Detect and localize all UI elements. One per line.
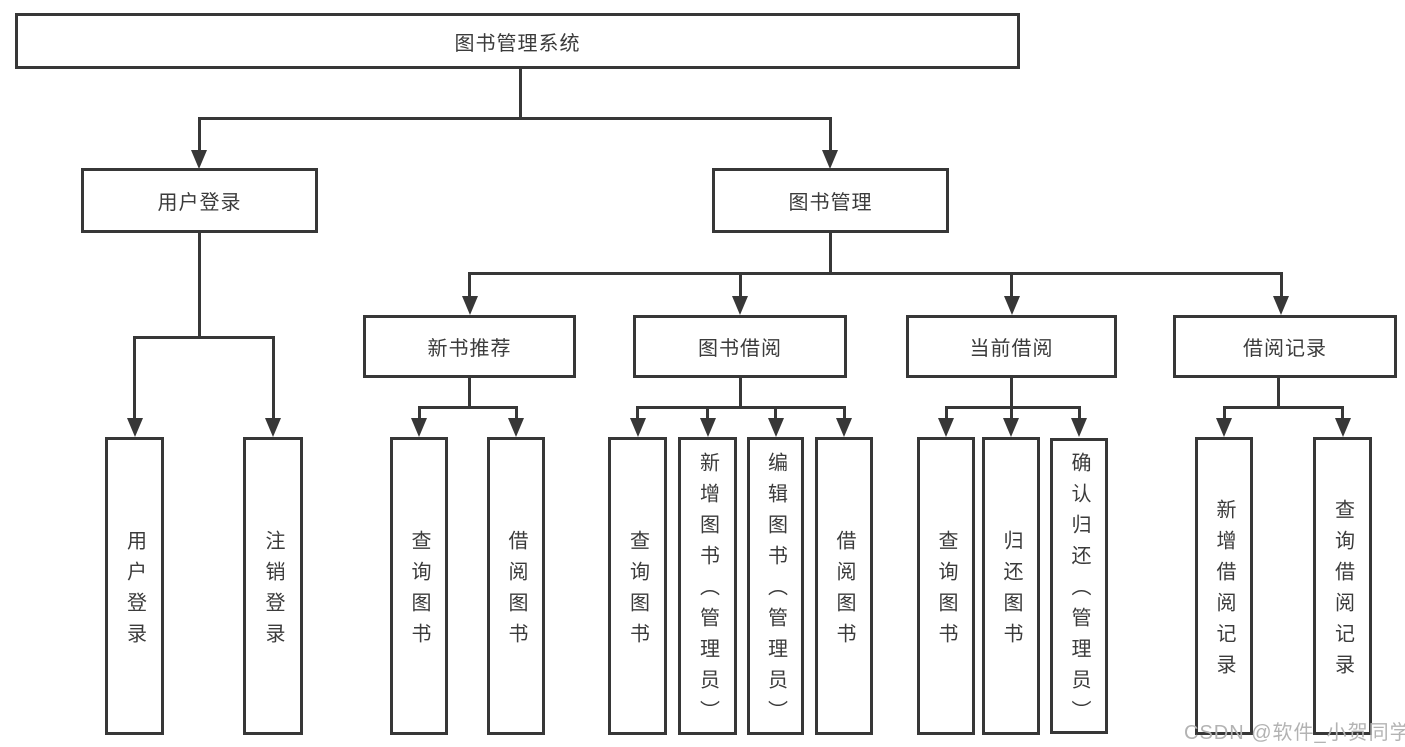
arrowhead [1216, 418, 1232, 437]
node-current-borrow-label: 当前借阅 [969, 338, 1054, 360]
leaf-query-book-borrow-label: 查询图书 [626, 529, 649, 654]
leaf-borrow-book-recommend-label: 借阅图书 [505, 529, 527, 654]
connector [944, 406, 948, 422]
arrowhead [1071, 418, 1087, 437]
leaf-edit-book-admin: 编辑图书（管理员） [747, 437, 804, 735]
leaf-return-book: 归还图书 [982, 437, 1040, 735]
node-user-login: 用户登录 [81, 168, 318, 233]
arrowhead [1334, 418, 1351, 437]
leaf-query-book-borrow: 查询图书 [608, 437, 667, 735]
leaf-confirm-return-admin: 确认归还（管理员） [1050, 438, 1108, 734]
leaf-borrow-book: 借阅图书 [815, 437, 873, 735]
connector [842, 406, 846, 422]
arrowhead [1003, 418, 1019, 437]
node-root: 图书管理系统 [15, 13, 1020, 69]
connector [1010, 272, 1013, 298]
leaf-return-book-label: 归还图书 [1000, 529, 1022, 654]
connector [1279, 272, 1283, 298]
node-root-label: 图书管理系统 [454, 32, 581, 55]
connector [197, 117, 832, 120]
arrowhead [767, 418, 784, 437]
connector [1010, 378, 1013, 409]
connector [738, 378, 742, 409]
leaf-user-login-label: 用户登录 [123, 529, 146, 654]
node-new-book-recommend-label: 新书推荐 [427, 338, 512, 360]
connector [197, 233, 201, 338]
connector [636, 406, 845, 409]
node-borrow-record: 借阅记录 [1173, 315, 1397, 378]
connector [1276, 378, 1280, 409]
arrowhead [836, 418, 852, 437]
arrowhead [191, 150, 207, 169]
arrowhead [629, 418, 646, 437]
csdn-watermark: CSDN @软件_小贺同学 [1184, 722, 1405, 744]
arrowhead [822, 150, 838, 169]
arrowhead [938, 418, 954, 437]
node-book-management-label: 图书管理 [788, 192, 873, 214]
arrowhead [1003, 296, 1020, 315]
connector [706, 406, 709, 422]
leaf-query-book-recommend-label: 查询图书 [408, 529, 430, 654]
leaf-confirm-return-admin-label: 确认归还（管理员） [1068, 452, 1090, 731]
connector [944, 406, 1081, 409]
leaf-borrow-book-label: 借阅图书 [833, 529, 855, 654]
arrowhead [1273, 296, 1289, 315]
node-new-book-recommend: 新书推荐 [363, 315, 576, 378]
arrowhead [461, 296, 478, 315]
node-user-login-label: 用户登录 [157, 192, 242, 214]
leaf-query-book-recommend: 查询图书 [390, 437, 448, 735]
connector [514, 406, 518, 422]
leaf-query-borrow-record: 查询借阅记录 [1313, 437, 1372, 735]
connector [271, 336, 275, 420]
connector [417, 406, 518, 409]
connector [468, 378, 471, 409]
arrowhead [411, 418, 427, 437]
leaf-edit-book-admin-label: 编辑图书（管理员） [764, 452, 787, 731]
arrowhead [265, 418, 281, 437]
connector [828, 233, 832, 275]
leaf-query-borrow-record-label: 查询借阅记录 [1331, 498, 1354, 685]
leaf-add-book-admin: 新增图书（管理员） [678, 437, 737, 735]
connector [1009, 406, 1013, 422]
connector [1222, 406, 1226, 422]
leaf-logout: 注销登录 [243, 437, 303, 735]
node-book-management: 图书管理 [712, 168, 949, 233]
connector [468, 272, 1282, 275]
connector [417, 406, 421, 422]
connector [197, 117, 201, 152]
arrowhead [699, 418, 716, 437]
leaf-query-book-current: 查询图书 [917, 437, 975, 735]
leaf-add-book-admin-label: 新增图书（管理员） [696, 452, 719, 731]
node-current-borrow: 当前借阅 [906, 315, 1117, 378]
connector [1341, 406, 1344, 422]
connector [774, 406, 777, 422]
connector [1077, 406, 1081, 422]
connector [738, 272, 742, 298]
arrowhead [508, 418, 524, 437]
leaf-add-borrow-record-label: 新增借阅记录 [1213, 498, 1235, 685]
leaf-logout-label: 注销登录 [262, 529, 284, 654]
leaf-query-book-current-label: 查询图书 [935, 529, 957, 654]
arrowhead [126, 418, 143, 437]
connector [636, 406, 639, 422]
leaf-borrow-book-recommend: 借阅图书 [487, 437, 545, 735]
connector [133, 336, 274, 339]
leaf-add-borrow-record: 新增借阅记录 [1195, 437, 1253, 735]
node-book-borrow: 图书借阅 [633, 315, 847, 378]
arrowhead [732, 296, 748, 315]
node-borrow-record-label: 借阅记录 [1243, 338, 1327, 360]
leaf-user-login: 用户登录 [105, 437, 164, 735]
connector [1222, 406, 1344, 409]
connector [468, 272, 471, 298]
connector [828, 117, 832, 152]
node-book-borrow-label: 图书借阅 [698, 338, 782, 360]
connector [518, 69, 522, 117]
connector [133, 336, 136, 420]
